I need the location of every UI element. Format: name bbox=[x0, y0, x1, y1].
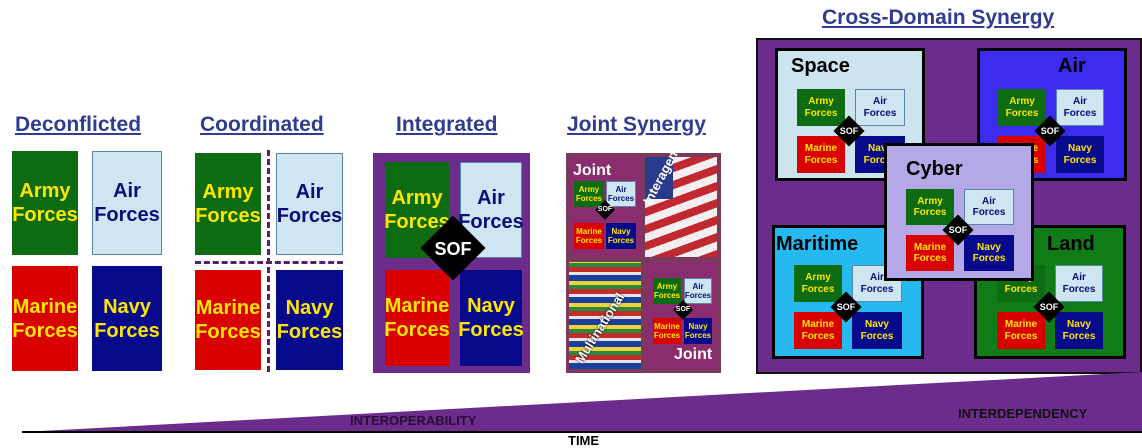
air-domain-label: Air bbox=[1058, 55, 1086, 77]
air-forces-mini: Air Forces bbox=[1056, 89, 1104, 126]
air-forces-mini: Air Forces bbox=[684, 278, 712, 304]
air-forces-mini: Air Forces bbox=[855, 89, 905, 126]
marine-forces-mini: Marine Forces bbox=[906, 235, 954, 271]
navy-forces-box: Navy Forces bbox=[458, 270, 524, 366]
army-forces-mini: Army Forces bbox=[794, 265, 842, 302]
stage-title-joint-synergy: Joint Synergy bbox=[567, 113, 706, 136]
sof-label-mini: SOF bbox=[948, 225, 968, 235]
cyber-domain-label: Cyber bbox=[906, 158, 963, 180]
marine-forces-mini: Marine Forces bbox=[574, 223, 604, 249]
navy-forces-mini: Navy Forces bbox=[606, 223, 636, 249]
army-forces-mini: Army Forces bbox=[574, 181, 604, 207]
air-forces-mini: Air Forces bbox=[852, 265, 902, 302]
joint-label-top: Joint bbox=[573, 162, 612, 179]
army-forces-mini: Army Forces bbox=[797, 89, 845, 126]
sof-label: SOF bbox=[434, 239, 472, 259]
stage-title-integrated: Integrated bbox=[396, 113, 498, 136]
navy-forces-mini: Navy Forces bbox=[1056, 136, 1104, 173]
army-forces-mini: Army Forces bbox=[906, 189, 954, 225]
joint-label-bottom: Joint bbox=[674, 346, 713, 363]
interoperability-triangle bbox=[22, 372, 1142, 432]
sof-label-mini: SOF bbox=[839, 126, 859, 136]
air-forces-mini: Air Forces bbox=[964, 189, 1014, 225]
interdependency-label: INTERDEPENDENCY bbox=[958, 406, 1088, 421]
marine-forces-box: Marine Forces bbox=[12, 266, 78, 371]
navy-forces-box: Navy Forces bbox=[276, 270, 343, 370]
sof-label-mini: SOF bbox=[1039, 302, 1059, 312]
sof-label-mini: SOF bbox=[836, 302, 856, 312]
army-forces-box: Army Forces bbox=[12, 151, 78, 255]
air-forces-mini: Air Forces bbox=[1055, 265, 1103, 302]
sof-label-mini: SOF bbox=[1040, 126, 1060, 136]
air-forces-box: Air Forces bbox=[92, 151, 162, 255]
stage-title-cross-domain-synergy: Cross-Domain Synergy bbox=[822, 6, 1055, 29]
navy-forces-mini: Navy Forces bbox=[964, 235, 1014, 271]
navy-forces-mini: Navy Forces bbox=[1055, 312, 1103, 349]
army-forces-mini: Army Forces bbox=[998, 89, 1046, 126]
stage-title-deconflicted: Deconflicted bbox=[15, 113, 142, 136]
sof-label-mini: SOF bbox=[675, 306, 691, 313]
navy-forces-box: Navy Forces bbox=[92, 266, 162, 371]
coordination-divider-horizontal bbox=[195, 261, 343, 264]
land-domain-label: Land bbox=[1047, 233, 1095, 255]
stage-title-coordinated: Coordinated bbox=[200, 113, 324, 136]
space-domain-label: Space bbox=[791, 55, 850, 77]
army-forces-box: Army Forces bbox=[195, 153, 261, 255]
air-forces-box: Air Forces bbox=[276, 153, 343, 255]
sof-label-mini: SOF bbox=[597, 206, 613, 213]
interoperability-label: INTEROPERABILITY bbox=[350, 413, 477, 428]
multinational-flags-image bbox=[569, 262, 641, 369]
marine-forces-mini: Marine Forces bbox=[997, 312, 1045, 349]
air-forces-mini: Air Forces bbox=[606, 181, 636, 207]
navy-forces-mini: Navy Forces bbox=[852, 312, 902, 349]
time-label: TIME bbox=[568, 433, 600, 448]
marine-forces-mini: Marine Forces bbox=[797, 136, 845, 173]
marine-forces-mini: Marine Forces bbox=[653, 318, 681, 344]
maritime-domain-label: Maritime bbox=[776, 233, 859, 255]
navy-forces-mini: Navy Forces bbox=[684, 318, 712, 344]
marine-forces-mini: Marine Forces bbox=[794, 312, 842, 349]
marine-forces-box: Marine Forces bbox=[195, 270, 261, 370]
marine-forces-box: Marine Forces bbox=[384, 270, 450, 366]
flag-canton bbox=[645, 157, 673, 199]
army-forces-mini: Army Forces bbox=[653, 278, 681, 304]
